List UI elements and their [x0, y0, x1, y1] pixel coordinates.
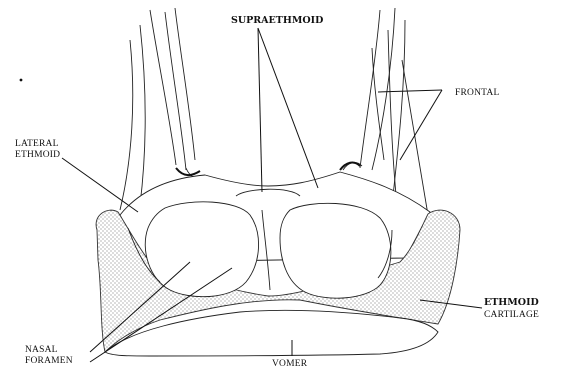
label-vomer: VOMER [272, 359, 308, 369]
label-nasal-foramen-1: NASAL [25, 345, 58, 355]
stray-mark [20, 79, 23, 82]
label-frontal: FRONTAL [455, 88, 499, 98]
label-lateral-ethmoid-1: LATERAL [15, 139, 59, 149]
label-nasal-foramen-2: FORAMEN [25, 356, 73, 366]
label-ethmoid-cartilage-1: ETHMOID [484, 297, 539, 308]
label-supraethmoid: SUPRAETHMOID [231, 15, 323, 26]
suture-right [340, 163, 360, 170]
nasal-foramen-right [280, 203, 391, 298]
label-ethmoid-cartilage-2: CARTILAGE [484, 310, 539, 320]
nasal-foramen-left [145, 202, 258, 297]
label-lateral-ethmoid-2: ETHMOID [15, 150, 60, 160]
